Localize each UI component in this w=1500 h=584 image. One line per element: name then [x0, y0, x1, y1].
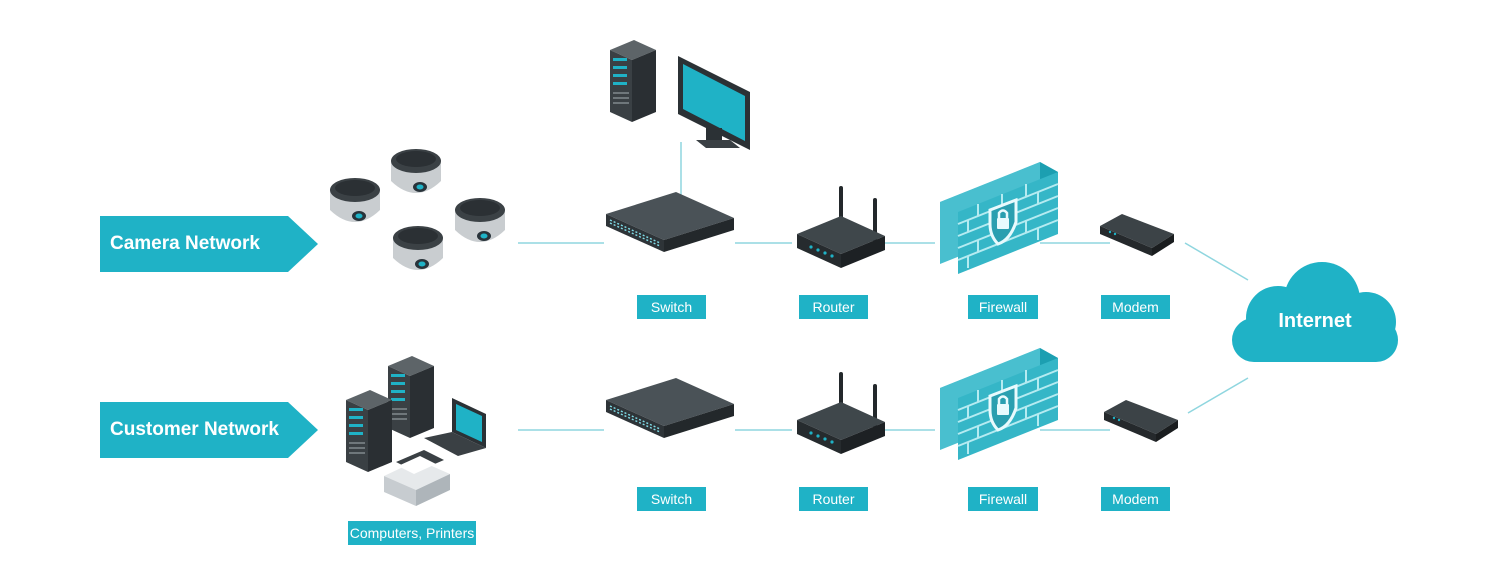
modem-icon	[1100, 214, 1174, 256]
firewall-label: Firewall	[968, 295, 1038, 319]
cloud-icon	[1232, 262, 1398, 362]
firewall-icon	[938, 346, 1060, 462]
modem-icon	[1104, 400, 1178, 442]
dome-camera-icon	[391, 149, 441, 193]
printer-icon	[384, 450, 450, 506]
dome-camera-icon	[330, 178, 380, 222]
dome-camera-icon	[393, 226, 443, 270]
server-tower-icon	[610, 40, 656, 122]
modem-label: Modem	[1101, 295, 1170, 319]
firewall-label: Firewall	[968, 487, 1038, 511]
camera-group	[330, 149, 505, 270]
server-tower-icon	[346, 390, 392, 472]
router-label: Router	[799, 295, 868, 319]
dome-camera-icon	[455, 198, 505, 242]
server-tower-icon	[388, 356, 434, 438]
router-icon	[795, 372, 887, 456]
switch-label: Switch	[637, 295, 706, 319]
camera-network-label: Camera Network	[100, 216, 318, 272]
firewall-icon	[938, 160, 1060, 276]
computers-printers-label: Computers, Printers	[348, 521, 476, 545]
router-icon	[795, 186, 887, 270]
modem-label: Modem	[1101, 487, 1170, 511]
customer-network-label: Customer Network	[100, 402, 318, 458]
switch-icon	[605, 191, 735, 253]
router-label: Router	[799, 487, 868, 511]
laptop-icon	[424, 398, 486, 456]
internet-label: Internet	[1278, 310, 1352, 332]
customer-devices	[346, 356, 486, 506]
monitor-icon	[678, 56, 750, 150]
switch-label: Switch	[637, 487, 706, 511]
switch-icon	[605, 377, 735, 439]
connection-lines	[518, 142, 1249, 431]
